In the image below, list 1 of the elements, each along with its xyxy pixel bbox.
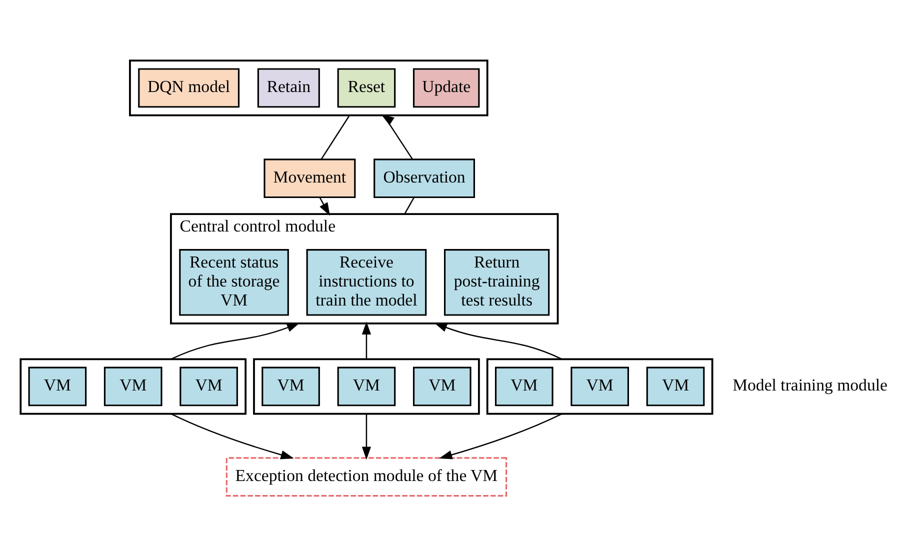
label: Model training module bbox=[732, 375, 888, 394]
